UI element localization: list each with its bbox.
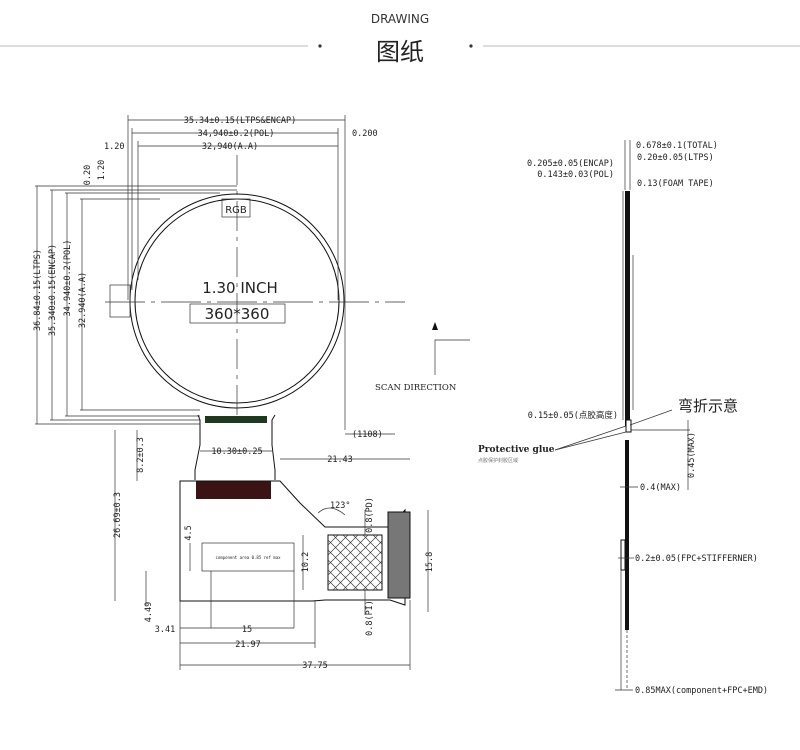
dim-tail-length: 8.2±0.3 bbox=[136, 437, 146, 473]
dim-offset: (1108) bbox=[352, 430, 383, 440]
dim-angle: 123° bbox=[330, 501, 350, 511]
rgb-box bbox=[221, 198, 251, 218]
dim-glue-height: 0.15±0.05(点胶高度) bbox=[528, 410, 618, 421]
dim-tail-width: 10.30±0.25 bbox=[211, 447, 262, 457]
bend-area bbox=[625, 419, 632, 433]
drawing-title-en: DRAWING bbox=[370, 12, 430, 26]
stiffener bbox=[387, 511, 411, 599]
scan-direction-label: SCAN DIRECTION bbox=[375, 383, 457, 393]
dim-ltps-encap-width: 35.34±0.15(LTPS&ENCAP) bbox=[184, 116, 297, 126]
drawing-title-cn: 图纸 bbox=[376, 38, 424, 66]
fpc-connector-strip bbox=[196, 481, 271, 499]
dim-bottom-offset: 4.49 bbox=[144, 602, 154, 622]
dim-right-gap: 0.200 bbox=[352, 129, 378, 139]
front-view: RGB 1.30 INCH 360*360 35.34±0.15(LTPS&EN… bbox=[33, 115, 470, 440]
panel-stack bbox=[625, 191, 630, 426]
header-divider bbox=[0, 44, 800, 48]
dim-pad-bottom: 0.8(PI) bbox=[365, 600, 375, 636]
dim-encap-height: 35.340±0.15(ENCAP) bbox=[48, 244, 58, 336]
protective-glue-label: Protective glue bbox=[478, 445, 555, 455]
dim-total-thickness: 0.678±0.1(TOTAL) bbox=[636, 141, 718, 151]
bonding-area bbox=[205, 416, 267, 423]
dim-fpc-stiffener: 0.2±0.05(FPC+STIFFERNER) bbox=[635, 554, 758, 564]
dim-total-height: 26.69±0.3 bbox=[113, 492, 123, 538]
dim-connector-height: 15.8 bbox=[425, 552, 435, 572]
dim-component-max: 0.85MAX(component+FPC+EMD) bbox=[635, 686, 768, 696]
dim-right-offset: 21.43 bbox=[327, 455, 353, 465]
dim-total-width: 37.75 bbox=[302, 661, 328, 671]
size-label: 1.30 INCH bbox=[202, 279, 278, 297]
connector-mesh bbox=[327, 534, 383, 591]
fpc-view: component area 0.85 ref max 10.30±0.25 8… bbox=[113, 414, 435, 671]
dim-connector-width: 10.2 bbox=[301, 552, 311, 572]
resolution-label: 360*360 bbox=[205, 305, 270, 323]
dim-foam-thickness: 0.13(FOAM TAPE) bbox=[637, 179, 714, 189]
dim-width-a: 21.97 bbox=[235, 640, 261, 650]
dim-pad-top: 0.8(PD) bbox=[365, 497, 375, 533]
dim-max-a: 0.45(MAX) bbox=[687, 432, 697, 478]
stiffener-side bbox=[620, 539, 626, 571]
dim-top-gap-a: 0.20 bbox=[83, 165, 93, 185]
dim-component-width: 15 bbox=[242, 625, 252, 635]
dim-left-gap: 1.20 bbox=[104, 142, 124, 152]
protective-glue-cn-label: 点胶保护封胶区域 bbox=[478, 457, 518, 464]
mesh-pattern bbox=[327, 534, 383, 591]
dim-active-area-height: 32.940(A.A) bbox=[78, 272, 88, 328]
bend-note: 弯折示意 bbox=[678, 397, 738, 415]
dim-encap-thickness: 0.205±0.05(ENCAP) bbox=[527, 159, 614, 169]
scan-direction-arrow bbox=[434, 339, 470, 375]
side-view: 0.678±0.1(TOTAL) 0.20±0.05(LTPS) 0.205±0… bbox=[478, 140, 768, 696]
dim-pol-width: 34,940±0.2(POL) bbox=[198, 129, 275, 139]
dim-pol-height: 34.940±0.2(POL) bbox=[63, 240, 73, 317]
side-tab bbox=[109, 284, 131, 318]
dim-top-gap-b: 1.20 bbox=[97, 160, 107, 180]
dim-max-b: 0.4(MAX) bbox=[640, 483, 681, 493]
dim-active-area-width: 32,940(A.A) bbox=[202, 142, 258, 152]
fpc-stack bbox=[625, 440, 629, 630]
resolution-box bbox=[189, 303, 286, 324]
component-area-box bbox=[201, 542, 295, 572]
dim-component-gap: 4.5 bbox=[184, 525, 194, 540]
component-label: component area 0.85 ref max bbox=[215, 555, 281, 560]
dim-ltps-thickness: 0.20±0.05(LTPS) bbox=[637, 153, 714, 163]
dim-ltps-height: 36.84±0.15(LTPS) bbox=[33, 249, 43, 331]
rgb-label: RGB bbox=[225, 205, 247, 216]
dim-left-offset: 3.41 bbox=[155, 625, 175, 635]
dim-pol-thickness: 0.143±0.03(POL) bbox=[537, 170, 614, 180]
